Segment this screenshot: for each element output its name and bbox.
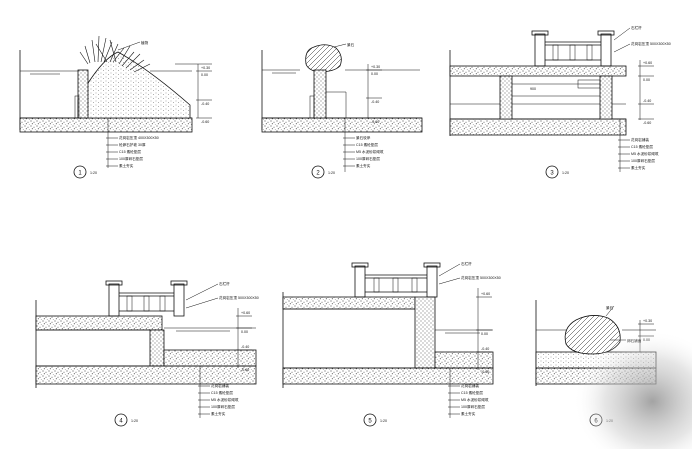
section-4-drawing: 石栏杆 花岗岩压顶 500X300X50 +0.60 0.00 -0.40 -0… <box>35 280 259 418</box>
section-4-elev-1: 0.00 <box>241 330 248 334</box>
balustrade-icon <box>531 30 615 67</box>
section-1-layer-0: 花岗岩压顶 400X300X50 <box>119 135 159 140</box>
section-5-marker[interactable]: 5 1:20 <box>363 413 387 427</box>
section-1-plant-label: 植物 <box>141 40 149 45</box>
section-3-dimension: 900 <box>530 87 536 91</box>
circle-number-icon <box>114 413 128 427</box>
section-2-rock-label: 景石 <box>347 42 355 47</box>
section-1-layer-3: 100厚碎石垫层 <box>119 156 143 161</box>
section-6-elev-0: +0.30 <box>643 319 652 323</box>
section-4-callout-1: 花岗岩压顶 500X300X50 <box>219 295 259 300</box>
section-3-callout-0: 石栏杆 <box>631 25 642 30</box>
section-1-layer-4: 素土夯实 <box>119 163 134 168</box>
section-1-elev-2: -0.40 <box>201 102 209 106</box>
section-3-elev-1: 0.00 <box>643 78 650 82</box>
section-1-drawing: +0.30 0.00 -0.40 -0.60 植物 花岗岩压顶 400X300X… <box>19 35 212 168</box>
section-2-layer-2: M5 水泥砂浆砌筑 <box>356 149 384 154</box>
section-4-layer-3: 100厚碎石垫层 <box>211 404 235 409</box>
section-3-layer-4: 素土夯实 <box>631 165 646 170</box>
section-1-number: 1 <box>78 171 82 177</box>
section-1-elev-1: 0.00 <box>201 73 208 77</box>
circle-number-icon <box>73 165 87 179</box>
section-4-layer-2: M5 水泥砂浆砌筑 <box>211 397 239 402</box>
section-2-elev-0: +0.30 <box>371 65 380 69</box>
section-4-marker[interactable]: 4 1:20 <box>114 413 138 427</box>
section-5-elev-3: -0.60 <box>481 370 489 374</box>
section-5-layer-1: C15 素砼垫层 <box>461 390 483 395</box>
section-1-marker[interactable]: 1 1:20 <box>73 165 97 179</box>
watermark-shadow <box>560 330 692 449</box>
section-2-layer-3: 100厚碎石垫层 <box>356 156 380 161</box>
section-5-elev-1: 0.00 <box>481 332 488 336</box>
section-2-scale: 1:20 <box>328 171 335 175</box>
circle-number-icon <box>363 413 377 427</box>
section-3-scale: 1:20 <box>562 171 569 175</box>
section-3-elev-3: -0.60 <box>643 121 651 125</box>
section-5-scale: 1:20 <box>380 419 387 423</box>
section-3-marker[interactable]: 3 1:20 <box>545 165 569 179</box>
section-1-scale: 1:20 <box>90 171 97 175</box>
section-5-callout-1: 花岗岩压顶 500X300X50 <box>461 275 501 280</box>
section-3-elev-0: +0.60 <box>643 61 652 65</box>
section-2-number: 2 <box>316 171 320 177</box>
section-4-layer-4: 素土夯实 <box>211 411 226 416</box>
section-2-marker[interactable]: 2 1:20 <box>311 165 335 179</box>
section-1-layer-1: 砼卵石护坡 30厚 <box>119 142 146 147</box>
section-5-layer-4: 素土夯实 <box>461 411 476 416</box>
section-2-layer-1: C15 素砼垫层 <box>356 142 378 147</box>
grass-icon <box>79 35 151 73</box>
section-3-layer-3: 100厚碎石垫层 <box>631 158 655 163</box>
section-4-callout-0: 石栏杆 <box>219 281 230 286</box>
section-5-elev-0: +0.60 <box>481 292 490 296</box>
section-4-layer-1: C15 素砼垫层 <box>211 390 233 395</box>
section-4-elev-2: -0.40 <box>241 345 249 349</box>
section-4-layer-0: 花岗岩铺装 <box>211 383 229 388</box>
section-5-elev-2: -0.40 <box>481 347 489 351</box>
section-3-callout-1: 花岗岩压顶 500X300X50 <box>631 41 671 46</box>
section-5-layer-2: M5 水泥砂浆砌筑 <box>461 397 489 402</box>
section-3-number: 3 <box>550 171 554 177</box>
section-4-number: 4 <box>119 419 123 425</box>
section-5-number: 5 <box>368 419 372 425</box>
section-3-layer-0: 花岗岩铺装 <box>631 137 649 142</box>
section-5-drawing: 石栏杆 花岗岩压顶 500X300X50 +0.60 0.00 -0.40 -0… <box>282 261 501 418</box>
section-3-drawing: 石栏杆 花岗岩压顶 500X300X50 +0.60 0.00 -0.40 -0… <box>449 25 671 172</box>
section-3-layer-1: C15 素砼垫层 <box>631 144 653 149</box>
section-5-layer-3: 100厚碎石垫层 <box>461 404 485 409</box>
balustrade-icon <box>105 280 188 317</box>
circle-number-icon <box>545 165 559 179</box>
section-6-rock-label: 景石 <box>606 305 614 310</box>
section-4-elev-0: +0.60 <box>241 311 250 315</box>
section-1-elev-0: +0.30 <box>201 66 210 70</box>
section-4-scale: 1:20 <box>131 419 138 423</box>
section-1-layer-2: C15 素砼垫层 <box>119 149 141 154</box>
circle-number-icon <box>311 165 325 179</box>
section-2-layer-4: 素土夯实 <box>356 163 371 168</box>
balustrade-icon <box>351 262 441 298</box>
section-3-layer-2: M5 水泥砂浆砌筑 <box>631 151 659 156</box>
section-3-elev-2: -0.40 <box>643 99 651 103</box>
section-5-callout-0: 石栏杆 <box>461 261 472 266</box>
section-2-elev-2: -0.40 <box>371 100 379 104</box>
section-1-elev-3: -0.60 <box>201 120 209 124</box>
section-4-elev-3: -0.60 <box>241 368 249 372</box>
section-2-drawing: +0.30 0.00 -0.40 -0.60 景石 景石驳岸 C15 素砼垫层 … <box>261 42 423 172</box>
section-2-elev-1: 0.00 <box>371 72 378 76</box>
section-5-layer-0: 花岗岩铺装 <box>461 383 479 388</box>
section-2-elev-3: -0.60 <box>371 120 379 124</box>
section-2-layer-0: 景石驳岸 <box>356 135 371 140</box>
